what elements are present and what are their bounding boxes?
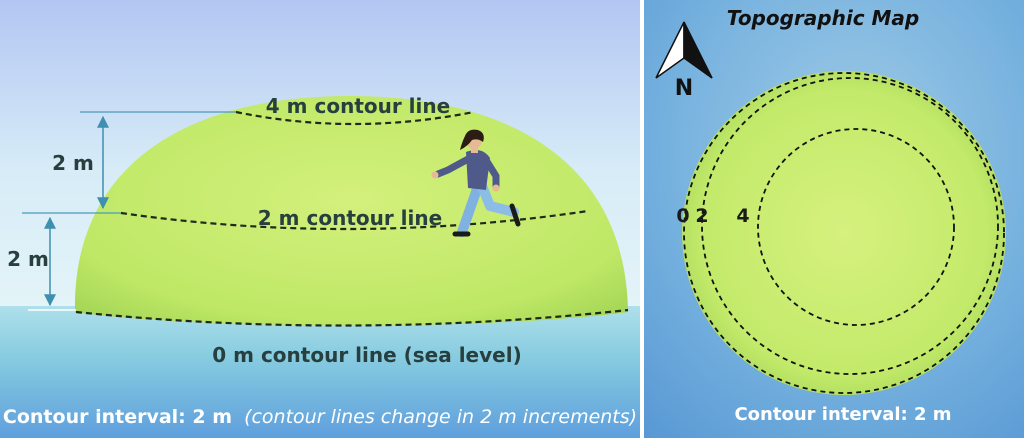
contour-label-2m: 2 m contour line bbox=[258, 206, 442, 230]
contour-ring-4m bbox=[757, 128, 955, 326]
map-contour-label-0: 0 bbox=[676, 205, 689, 227]
map-title: Topographic Map bbox=[727, 6, 919, 30]
left-caption-italic: (contour lines change in 2 m increments) bbox=[244, 406, 637, 428]
left-caption-bold: Contour interval: 2 m bbox=[3, 406, 232, 428]
map-contour-label-2: 2 bbox=[695, 205, 708, 227]
left-caption: Contour interval: 2 m (contour lines cha… bbox=[3, 406, 637, 428]
panel-divider bbox=[640, 0, 644, 438]
map-contour-label-4: 4 bbox=[736, 205, 749, 227]
contour-line-2m bbox=[120, 209, 589, 231]
walking-person-icon bbox=[431, 129, 521, 237]
topographic-map-panel: Topographic Map N 0 2 4 Contour interval… bbox=[644, 0, 1024, 438]
hill bbox=[74, 96, 628, 326]
contour-ring-2m bbox=[701, 77, 999, 375]
map-terrain bbox=[682, 71, 1006, 395]
contour-ring-0m bbox=[683, 72, 1005, 394]
sea bbox=[0, 306, 640, 438]
cross-section-panel: 4 m contour line 2 m contour line 0 m co… bbox=[0, 0, 640, 438]
dimension-label-upper: 2 m bbox=[52, 151, 94, 175]
contour-label-4m: 4 m contour line bbox=[266, 94, 450, 118]
contour-line-0m bbox=[75, 308, 629, 327]
north-arrow-icon bbox=[655, 21, 713, 79]
dimension-label-lower: 2 m bbox=[7, 247, 49, 271]
contour-label-0m: 0 m contour line (sea level) bbox=[212, 343, 521, 367]
north-label: N bbox=[675, 76, 693, 101]
right-caption: Contour interval: 2 m bbox=[734, 404, 951, 425]
